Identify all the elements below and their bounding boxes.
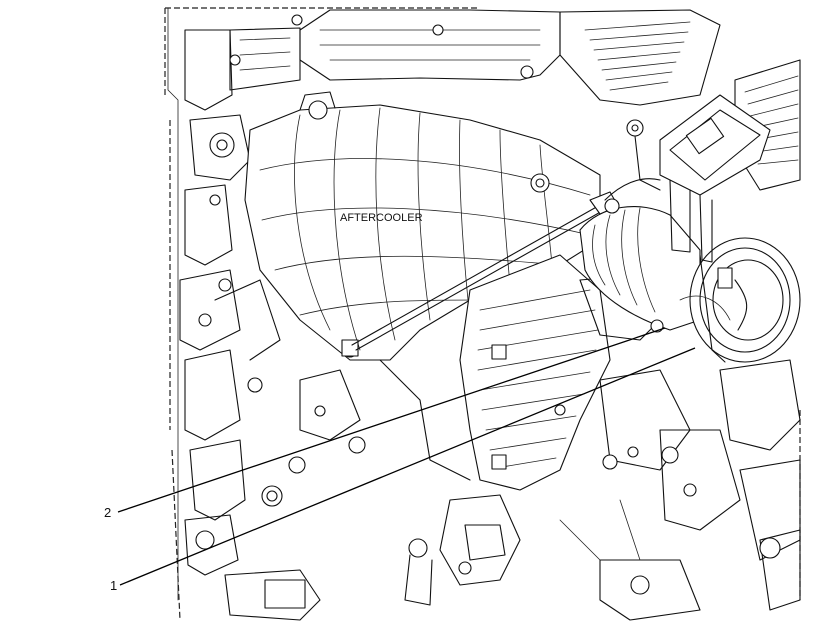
aftercooler-housing	[244, 91, 601, 361]
callout-leaders	[117, 327, 696, 586]
engine-block-left	[179, 29, 321, 621]
intake-manifold-lower	[261, 254, 611, 606]
callout-1-label: 1	[110, 578, 117, 593]
aftercooler-label: AFTERCOOLER	[340, 212, 423, 224]
leader-line-1	[119, 347, 696, 586]
valve-cover-left	[229, 9, 561, 91]
leader-line-2	[117, 327, 666, 513]
air-inlet-elbow	[579, 206, 801, 363]
sensor-module	[626, 94, 771, 263]
callout-2-label: 2	[104, 505, 111, 520]
sensor-wire	[351, 178, 661, 351]
engine-block-right	[559, 274, 801, 621]
